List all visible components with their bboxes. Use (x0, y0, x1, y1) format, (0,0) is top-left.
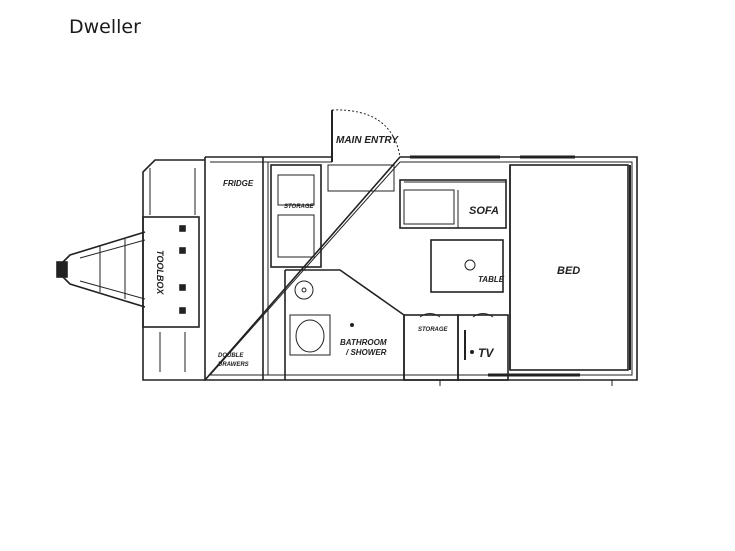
storage-bottom (403, 314, 459, 381)
label-tv: TV (478, 346, 494, 360)
label-storage-top: STORAGE (284, 204, 315, 210)
toolbox (142, 216, 200, 328)
toilet-icon (295, 319, 325, 353)
label-fridge: FRIDGE (223, 179, 254, 188)
front-boot (142, 159, 205, 381)
label-table: TABLE (478, 275, 505, 284)
storage-cabinet (270, 164, 322, 268)
label-main-entry: MAIN ENTRY (336, 135, 399, 146)
label-drawers-1: DOUBLE (218, 353, 244, 359)
tv-cabinet (457, 314, 509, 381)
label-bed: BED (557, 265, 580, 277)
label-toolbox: TOOLBOX (155, 250, 165, 295)
bathroom-wall (285, 269, 405, 380)
label-bathroom-1: BATHROOM (340, 338, 387, 347)
label-drawers-2: DRAWERS (218, 362, 249, 368)
sofa (399, 179, 507, 229)
floorplan-title: Dweller (69, 16, 141, 38)
hitch (56, 261, 68, 278)
label-sofa: SOFA (469, 205, 499, 217)
entry-door-swing (331, 109, 401, 158)
table (430, 239, 504, 293)
basin-icon (294, 280, 314, 300)
label-storage-bottom: STORAGE (418, 327, 449, 333)
label-bathroom-2: / SHOWER (345, 348, 387, 357)
